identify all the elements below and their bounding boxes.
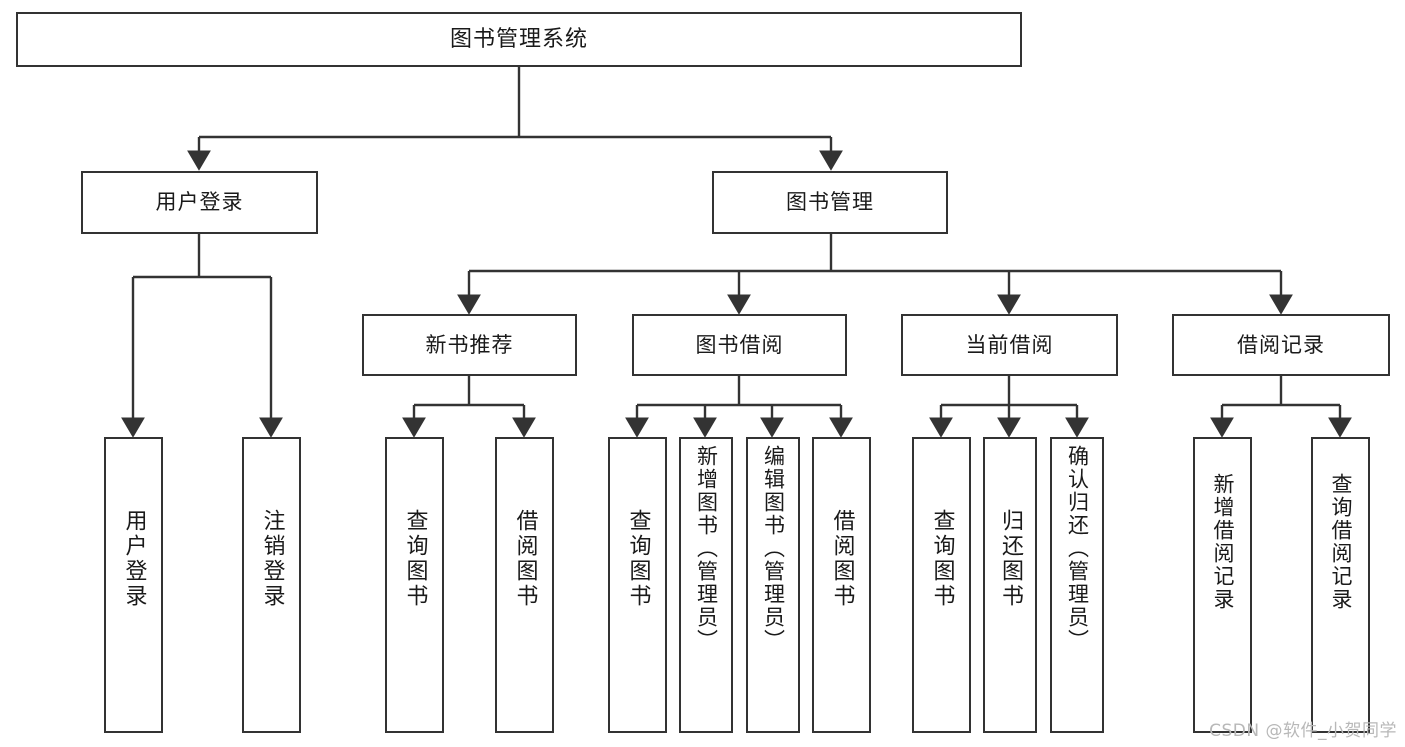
node-label: 编辑图书（管理员） — [761, 445, 786, 652]
node-user-login[interactable]: 用户登录 — [81, 171, 318, 234]
leaf-confirm-return[interactable]: 确认归还（管理员） — [1050, 437, 1104, 733]
node-book-manage[interactable]: 图书管理 — [712, 171, 948, 234]
leaf-query-book-2[interactable]: 查询图书 — [608, 437, 667, 733]
leaf-add-book[interactable]: 新增图书（管理员） — [679, 437, 733, 733]
node-label: 查询图书 — [625, 509, 651, 609]
leaf-query-record[interactable]: 查询借阅记录 — [1311, 437, 1370, 733]
node-label: 当前借阅 — [965, 332, 1054, 357]
node-label: 图书管理系统 — [449, 26, 588, 52]
leaf-query-book-1[interactable]: 查询图书 — [385, 437, 444, 733]
node-label: 用户登录 — [155, 190, 244, 215]
node-book-management-system[interactable]: 图书管理系统 — [16, 12, 1022, 67]
node-book-borrow[interactable]: 图书借阅 — [632, 314, 847, 376]
node-label: 确认归还（管理员） — [1065, 445, 1090, 652]
node-label: 查询图书 — [402, 509, 428, 609]
leaf-return-book[interactable]: 归还图书 — [983, 437, 1037, 733]
node-new-book-recommend[interactable]: 新书推荐 — [362, 314, 577, 376]
leaf-user-login[interactable]: 用户登录 — [104, 437, 163, 733]
node-label: 新增借阅记录 — [1211, 473, 1235, 611]
leaf-borrow-book-1[interactable]: 借阅图书 — [495, 437, 554, 733]
node-label: 注销登录 — [259, 509, 285, 609]
leaf-query-book-3[interactable]: 查询图书 — [912, 437, 971, 733]
leaf-edit-book[interactable]: 编辑图书（管理员） — [746, 437, 800, 733]
node-label: 借阅图书 — [829, 509, 855, 609]
leaf-user-logout[interactable]: 注销登录 — [242, 437, 301, 733]
node-label: 新增图书（管理员） — [694, 445, 719, 652]
node-current-borrow[interactable]: 当前借阅 — [901, 314, 1118, 376]
node-label: 借阅图书 — [512, 509, 538, 609]
node-label: 图书借阅 — [695, 332, 784, 357]
node-label: 新书推荐 — [425, 332, 514, 357]
node-label: 归还图书 — [998, 509, 1023, 609]
node-label: 用户登录 — [121, 509, 147, 609]
node-borrow-record[interactable]: 借阅记录 — [1172, 314, 1390, 376]
leaf-add-record[interactable]: 新增借阅记录 — [1193, 437, 1252, 733]
node-label: 借阅记录 — [1237, 332, 1325, 357]
leaf-borrow-book-2[interactable]: 借阅图书 — [812, 437, 871, 733]
node-label: 查询图书 — [929, 509, 955, 609]
node-label: 图书管理 — [786, 190, 874, 215]
node-label: 查询借阅记录 — [1329, 473, 1353, 611]
